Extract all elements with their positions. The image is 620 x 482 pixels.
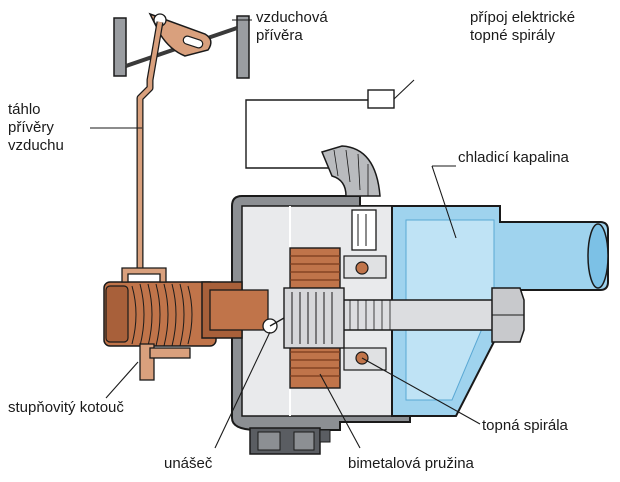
leader-lines xyxy=(90,19,481,449)
heating-coil xyxy=(343,255,387,371)
bolt xyxy=(339,287,525,343)
label-air-flap: vzduchová přívěra xyxy=(256,9,332,44)
flap-rod xyxy=(136,21,164,268)
label-heating-coil: topná spirála xyxy=(482,417,569,434)
air-flap xyxy=(113,12,250,79)
label-heater-connection: přípoj elektrické topné spirály xyxy=(470,9,579,44)
step-disc xyxy=(103,267,217,381)
label-flap-rod: táhlo přívěry vzduchu xyxy=(8,101,64,154)
label-carrier: unášeč xyxy=(164,455,213,472)
label-bimetal-spring: bimetalová pružina xyxy=(348,455,475,472)
label-coolant: chladicí kapalina xyxy=(458,149,570,166)
label-step-disc: stupňovitý kotouč xyxy=(8,399,124,416)
bimetal-spring xyxy=(262,247,345,389)
heater-connection xyxy=(245,79,415,251)
